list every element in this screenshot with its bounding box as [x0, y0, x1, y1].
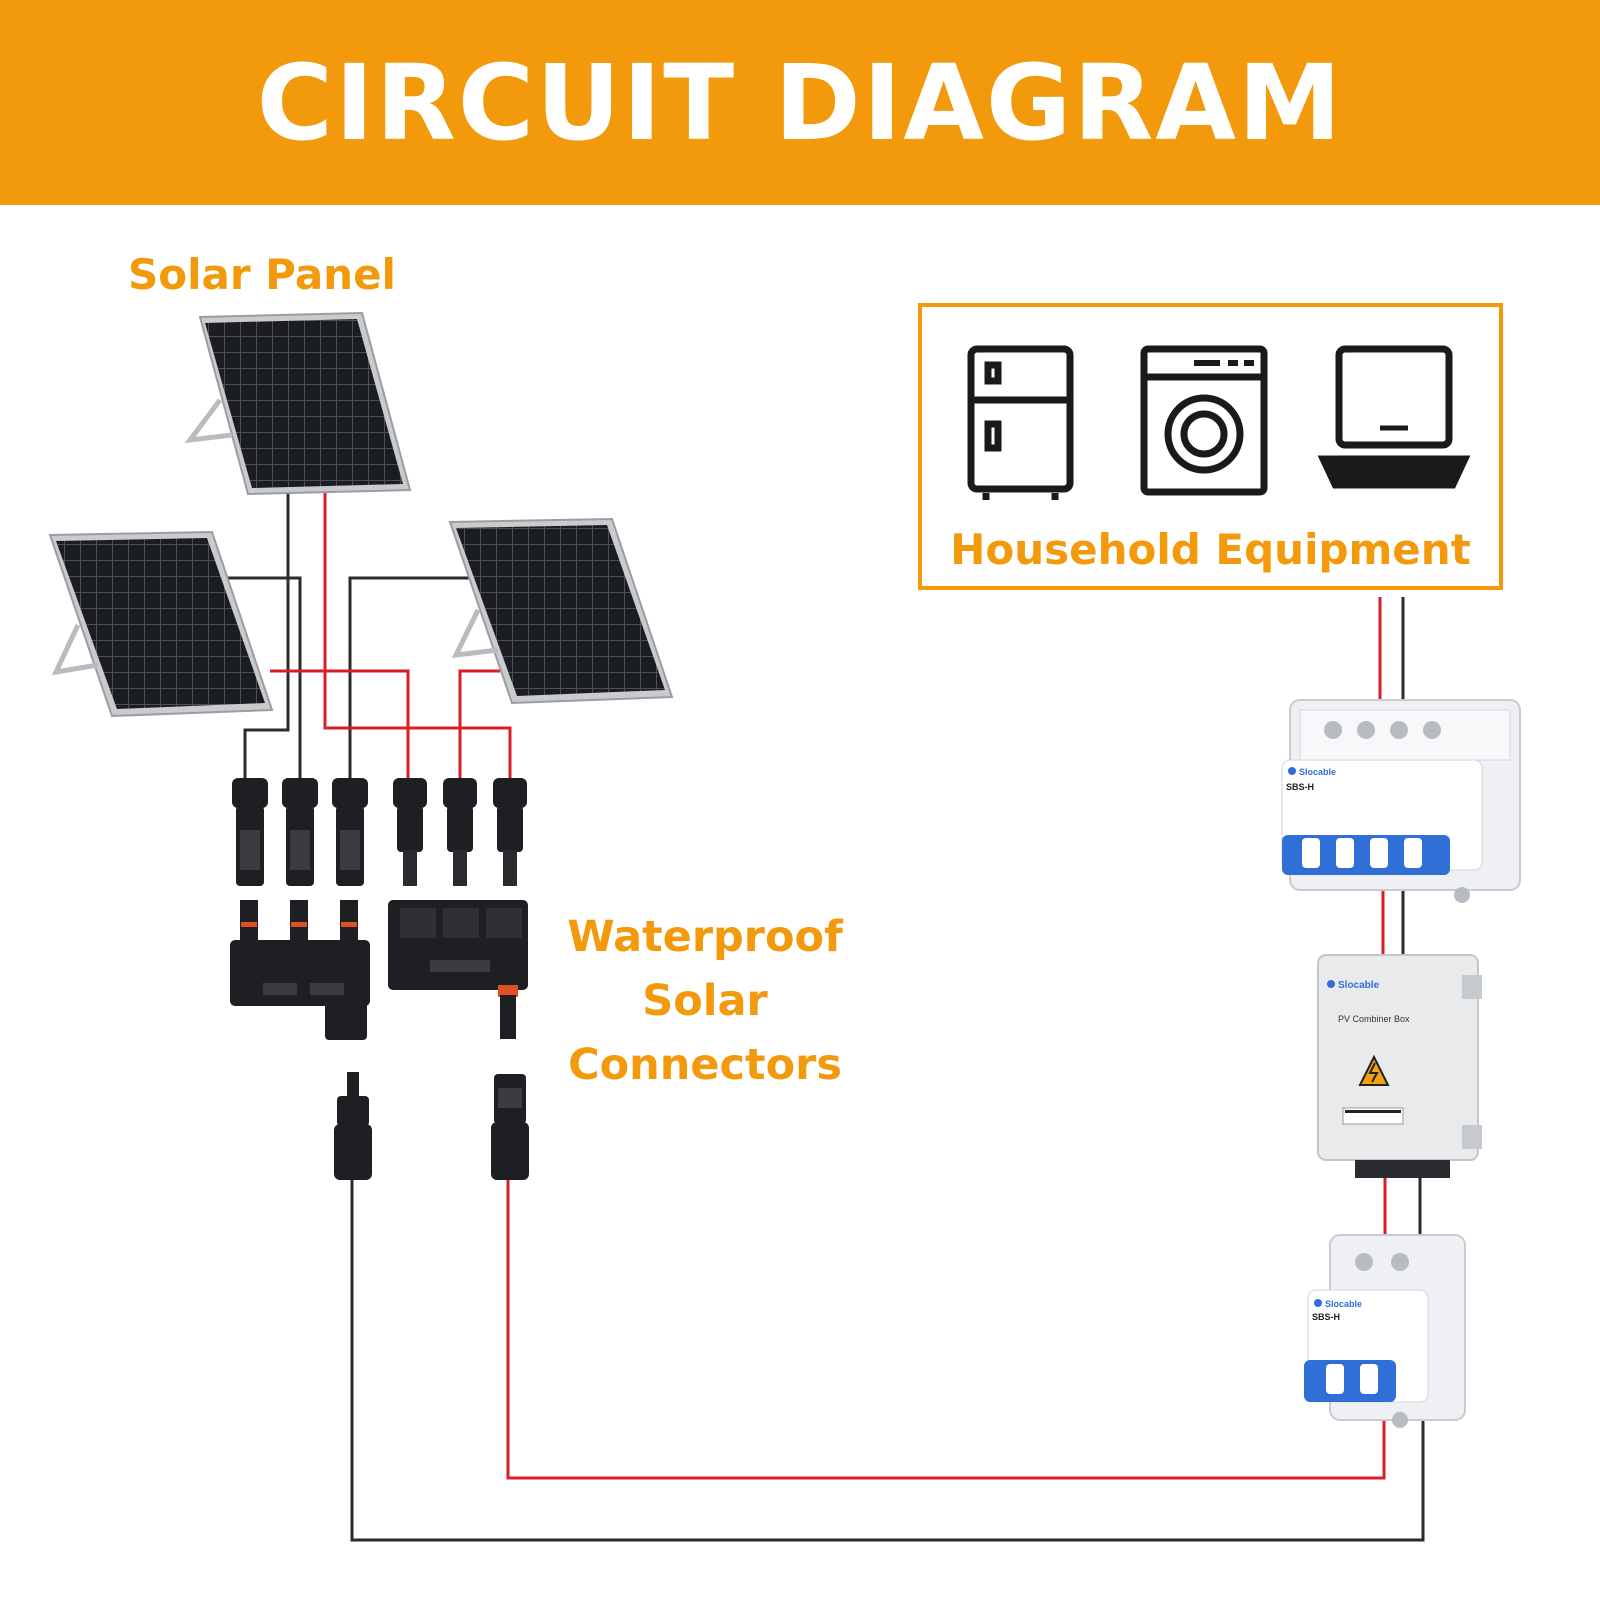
output-plug-negative	[334, 1072, 372, 1180]
header-banner: CIRCUIT DIAGRAM	[0, 0, 1600, 205]
positive-wire-left-panel	[270, 669, 410, 780]
laptop-icon	[1317, 345, 1471, 489]
breaker-2-pole: Slocable SBS-H	[1304, 1234, 1466, 1428]
connectors-label-line-1: Waterproof	[567, 912, 843, 962]
main-positive-wire	[506, 1180, 1386, 1480]
solar-panel-top	[184, 311, 412, 496]
solar-panel-right	[448, 517, 674, 705]
breaker-model-top: SBS-H	[1286, 782, 1314, 792]
connector-pos-1	[393, 778, 427, 886]
negative-wire-left-panel	[225, 576, 302, 780]
output-plug-positive	[491, 1074, 529, 1180]
connectors-label-line-2: Solar	[642, 976, 768, 1026]
positive-wire-right-panel	[458, 669, 500, 780]
branch-connector-positive	[388, 900, 528, 1039]
connectors-label-line-3: Connectors	[568, 1040, 842, 1090]
household-equipment-label: Household Equipment	[950, 525, 1471, 574]
connectors-label: Waterproof Solar Connectors	[540, 905, 870, 1097]
solar-panel-label: Solar Panel	[128, 250, 396, 299]
male-connectors	[393, 778, 527, 886]
pv-combiner-box: Slocable PV Combiner Box	[1317, 954, 1482, 1178]
washing-machine-icon	[1140, 345, 1268, 496]
household-equipment-box: Household Equipment	[918, 303, 1503, 590]
high-voltage-warning-icon	[1358, 1054, 1390, 1086]
breaker-brand-bottom: Slocable	[1325, 1299, 1362, 1309]
branch-connector-negative	[230, 900, 370, 1040]
combiner-brand: Slocable	[1338, 980, 1380, 991]
refrigerator-icon	[967, 345, 1074, 500]
negative-wire-right-panel	[348, 576, 475, 780]
solar-panel-left	[48, 530, 274, 718]
connector-neg-2	[282, 778, 318, 886]
positive-wire-top-panel	[323, 485, 512, 780]
female-connectors	[232, 778, 368, 886]
connector-neg-1	[232, 778, 268, 886]
wiring	[225, 485, 1425, 1542]
connector-pos-3	[493, 778, 527, 886]
combiner-title: PV Combiner Box	[1338, 1014, 1410, 1024]
breaker-brand-top: Slocable	[1299, 767, 1336, 777]
connector-neg-3	[332, 778, 368, 886]
main-negative-wire	[350, 1180, 1425, 1542]
page-title: CIRCUIT DIAGRAM	[256, 41, 1344, 164]
negative-wire-top-panel	[243, 485, 290, 780]
connector-pos-2	[443, 778, 477, 886]
breaker-4-pole: Slocable SBS-H	[1281, 699, 1521, 903]
breaker-model-bottom: SBS-H	[1312, 1312, 1340, 1322]
